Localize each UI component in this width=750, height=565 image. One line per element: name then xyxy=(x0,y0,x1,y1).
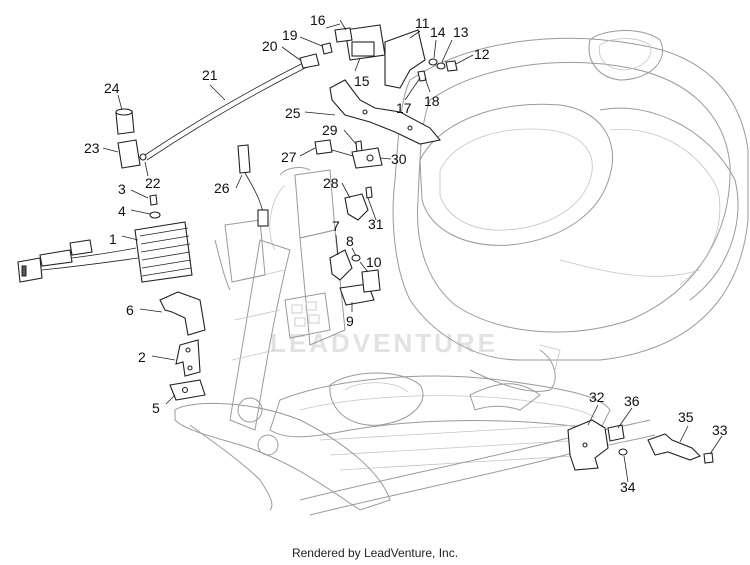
watermark-text: LEADVENTURE xyxy=(270,328,498,358)
callout-10: 10 xyxy=(366,254,382,270)
callout-31: 31 xyxy=(368,216,384,232)
bracket-28 xyxy=(344,193,369,221)
callout-4: 4 xyxy=(118,203,126,219)
washer-4 xyxy=(149,211,161,219)
callout-30: 30 xyxy=(391,151,407,167)
nut-12 xyxy=(445,60,458,72)
callout-27: 27 xyxy=(281,149,297,165)
callout-26: 26 xyxy=(214,180,230,196)
connector-10 xyxy=(361,269,381,293)
callout-15: 15 xyxy=(354,73,370,89)
screw-3 xyxy=(149,194,158,206)
callout-6: 6 xyxy=(126,302,134,318)
bracket-35 xyxy=(647,433,701,461)
callout-22: 22 xyxy=(145,175,161,191)
callout-23: 23 xyxy=(84,140,100,156)
bracket-32 xyxy=(567,419,609,471)
connector-27 xyxy=(314,139,333,155)
callout-28: 28 xyxy=(323,175,339,191)
callout-7: 7 xyxy=(332,218,340,234)
callout-32: 32 xyxy=(589,389,605,405)
callout-35: 35 xyxy=(678,409,694,425)
callout-5: 5 xyxy=(152,400,160,416)
callout-14: 14 xyxy=(430,24,446,40)
voltage-regulator xyxy=(17,221,193,283)
callout-8: 8 xyxy=(346,233,354,249)
callout-25: 25 xyxy=(285,105,301,121)
callout-11: 11 xyxy=(415,15,430,31)
relay-bracket-11 xyxy=(384,29,426,89)
callout-18: 18 xyxy=(424,93,440,109)
callout-19: 19 xyxy=(282,27,298,43)
clip-7 xyxy=(329,249,353,281)
callout-29: 29 xyxy=(322,122,338,138)
callout-24: 24 xyxy=(104,80,120,96)
screw-31 xyxy=(365,186,373,199)
sensor-26 xyxy=(237,144,251,174)
regulator-bracket-plate xyxy=(175,339,201,377)
washer-8 xyxy=(351,254,361,262)
washer-13 xyxy=(436,62,446,70)
leader-lines xyxy=(102,23,723,483)
callout-16: 16 xyxy=(310,12,326,28)
callout-17: 17 xyxy=(396,100,412,116)
callout-33: 33 xyxy=(712,422,728,438)
clip-36 xyxy=(607,424,625,442)
callout-20: 20 xyxy=(262,38,278,54)
callout-13: 13 xyxy=(453,24,469,40)
starter-relay xyxy=(334,19,386,61)
regulator-support-bracket xyxy=(159,291,206,336)
callout-21: 21 xyxy=(202,67,218,83)
screw-33 xyxy=(703,452,714,464)
callout-9: 9 xyxy=(346,313,354,329)
callout-1: 1 xyxy=(109,231,117,247)
washer-34 xyxy=(618,448,628,456)
callout-2: 2 xyxy=(138,349,146,365)
callout-36: 36 xyxy=(624,393,640,409)
boot-20 xyxy=(299,53,320,69)
scooter-frame xyxy=(174,30,749,516)
callout-34: 34 xyxy=(620,479,636,495)
callout-3: 3 xyxy=(118,181,126,197)
callout-12: 12 xyxy=(474,46,490,62)
washer-14 xyxy=(428,58,438,66)
connector-19 xyxy=(321,42,333,55)
long-bracket-25 xyxy=(329,79,442,145)
footer-credit: Rendered by LeadVenture, Inc. xyxy=(291,546,459,560)
cable-fitting-22 xyxy=(139,153,147,161)
cable-boot-23 xyxy=(117,139,141,169)
callout-labels: 1 2 3 4 5 6 7 8 9 10 11 12 13 14 15 16 1… xyxy=(84,12,728,495)
parts xyxy=(17,19,714,471)
cable-21 xyxy=(144,61,306,156)
